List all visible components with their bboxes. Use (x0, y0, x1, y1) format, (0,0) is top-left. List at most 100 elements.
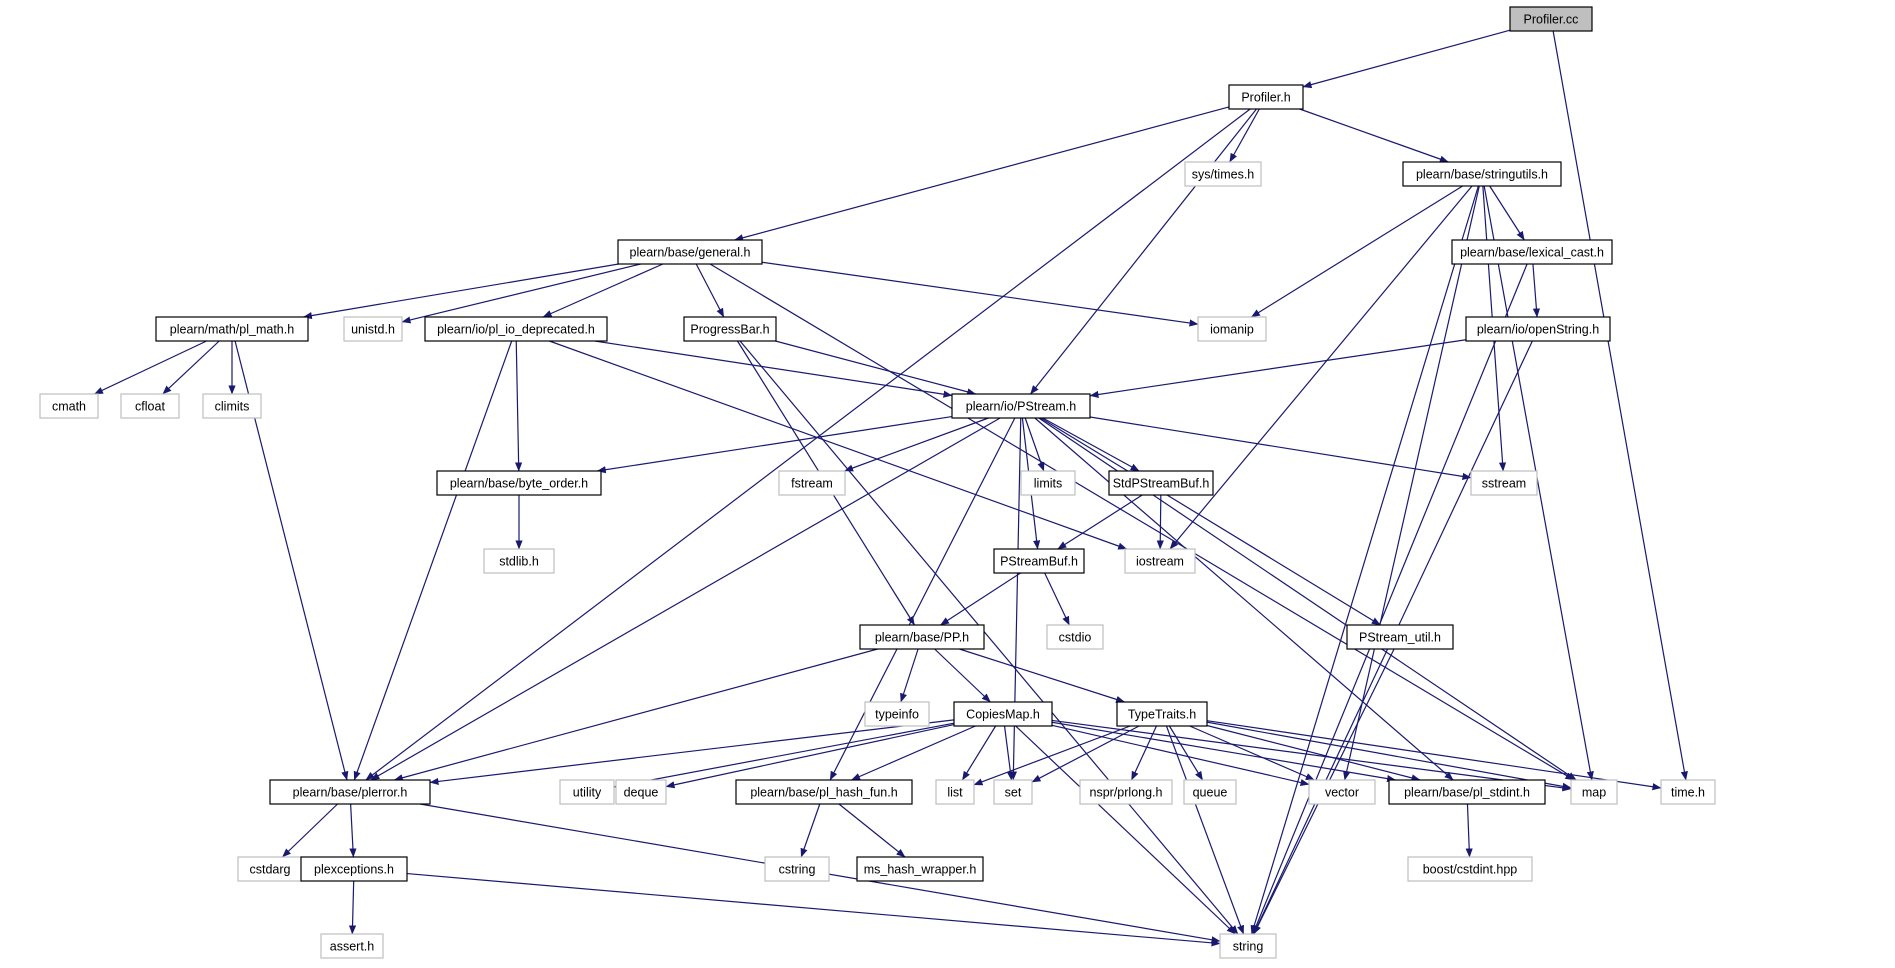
node-profiler_h[interactable]: Profiler.h (1228, 84, 1304, 110)
node-stringutils[interactable]: plearn/base/stringutils.h (1402, 161, 1562, 187)
edge-general-to-pl_io_deprecated (542, 263, 664, 318)
edge-pstream-to-byte_order (596, 415, 953, 474)
node-box (1402, 161, 1562, 187)
edge-typetraits-to-pl_stdint (1206, 724, 1421, 782)
node-label: plearn/math/pl_math.h (170, 322, 294, 336)
edge-pl_math-to-cfloat (162, 340, 220, 395)
node-box (559, 779, 615, 805)
node-utility: utility (559, 779, 615, 805)
edge-plexceptions-to-assert (348, 880, 357, 935)
edge-lexical_cast-to-string (1252, 263, 1528, 935)
node-pstreambuf[interactable]: PStreamBuf.h (993, 548, 1085, 574)
node-stdpstreambuf[interactable]: StdPStreamBuf.h (1108, 470, 1214, 496)
node-deque: deque (615, 779, 667, 805)
node-box (1570, 779, 1618, 805)
node-label: cstdio (1059, 630, 1092, 644)
node-progressbar[interactable]: ProgressBar.h (683, 316, 777, 342)
node-prlong: nspr/prlong.h (1079, 779, 1173, 805)
edge-profiler_h-to-pstream (1030, 108, 1257, 395)
edge-openstring-to-pstream (1089, 339, 1467, 399)
node-plexceptions[interactable]: plexceptions.h (300, 856, 408, 882)
node-cfloat: cfloat (120, 393, 180, 419)
node-climits: climits (202, 393, 262, 419)
node-label: vector (1325, 785, 1359, 799)
edge-general-to-map (709, 263, 1575, 781)
node-time_h: time.h (1660, 779, 1716, 805)
edge-pp-to-typeinfo (900, 648, 919, 703)
edge-typetraits-to-list (973, 725, 1131, 786)
node-box (1219, 933, 1277, 959)
node-ms_hash_wrapper[interactable]: ms_hash_wrapper.h (856, 856, 984, 882)
node-pl_math[interactable]: plearn/math/pl_math.h (155, 316, 309, 342)
node-box (39, 393, 99, 419)
node-typetraits[interactable]: TypeTraits.h (1116, 701, 1208, 727)
node-pl_io_deprecated[interactable]: plearn/io/pl_io_deprecated.h (424, 316, 608, 342)
node-unistd: unistd.h (343, 316, 403, 342)
edge-general-to-progressbar (695, 263, 725, 318)
edge-typetraits-to-set (1031, 725, 1140, 783)
nodes-layer: Profiler.ccProfiler.hplearn/base/stringu… (39, 6, 1716, 959)
node-pl_hash_fun[interactable]: plearn/base/pl_hash_fun.h (735, 779, 913, 805)
node-vector: vector (1308, 779, 1376, 805)
node-label: plearn/io/PStream.h (966, 399, 1077, 413)
node-box (1079, 779, 1173, 805)
node-general[interactable]: plearn/base/general.h (617, 239, 763, 265)
edge-profiler_cc-to-time_h (1552, 30, 1688, 781)
edge-typetraits-to-time_h (1206, 720, 1662, 791)
node-label: string (1233, 939, 1264, 953)
edge-plerror-to-cstdarg (282, 803, 338, 858)
node-list: list (935, 779, 975, 805)
node-pstream[interactable]: plearn/io/PStream.h (951, 393, 1091, 419)
node-label: limits (1034, 476, 1062, 490)
edge-stdpstreambuf-to-pstreambuf (1057, 494, 1143, 550)
node-box (269, 779, 431, 805)
node-box (1228, 84, 1304, 110)
edge-stringutils-to-lexical_cast (1489, 185, 1525, 241)
node-box (615, 779, 667, 805)
edge-copiesmap-to-list (961, 725, 997, 781)
edge-typetraits-to-vector (1189, 725, 1315, 781)
node-byte_order[interactable]: plearn/base/byte_order.h (436, 470, 602, 496)
node-label: set (1005, 785, 1022, 799)
node-label: plearn/base/pl_stdint.h (1404, 785, 1530, 799)
node-pp[interactable]: plearn/base/PP.h (859, 624, 985, 650)
edge-typetraits-to-prlong (1130, 725, 1158, 781)
node-pstream_util[interactable]: PStream_util.h (1346, 624, 1454, 650)
node-label: map (1582, 785, 1606, 799)
node-label: climits (215, 399, 250, 413)
node-label: deque (624, 785, 659, 799)
edge-progressbar-to-pstream (775, 340, 977, 396)
edge-profiler_cc-to-profiler_h (1302, 29, 1511, 89)
node-label: plearn/base/PP.h (875, 630, 969, 644)
edge-copiesmap-to-pl_stdint (1051, 721, 1397, 783)
node-label: cstdarg (250, 862, 291, 876)
node-queue: queue (1183, 779, 1237, 805)
node-box (1108, 470, 1214, 496)
edge-copiesmap-to-map (1051, 719, 1572, 792)
node-box (1183, 779, 1237, 805)
edge-copiesmap-to-plerror (429, 719, 955, 786)
node-label: plexceptions.h (314, 862, 394, 876)
node-cstring: cstring (764, 856, 830, 882)
edge-plerror-to-plexceptions (349, 803, 357, 858)
node-label: cfloat (135, 399, 165, 413)
edge-stdpstreambuf-to-iostream (1156, 494, 1164, 550)
node-box (300, 856, 408, 882)
node-pl_stdint[interactable]: plearn/base/pl_stdint.h (1388, 779, 1546, 805)
node-openstring[interactable]: plearn/io/openString.h (1465, 316, 1611, 342)
node-label: plearn/base/plerror.h (293, 785, 408, 799)
node-box (1346, 624, 1454, 650)
node-copiesmap[interactable]: CopiesMap.h (953, 701, 1053, 727)
node-plerror[interactable]: plearn/base/plerror.h (269, 779, 431, 805)
node-box (1020, 470, 1076, 496)
node-map: map (1570, 779, 1618, 805)
node-label: plearn/io/openString.h (1477, 322, 1599, 336)
edge-pp-to-copiesmap (934, 648, 991, 703)
edge-copiesmap-to-vector (1051, 724, 1310, 786)
node-iostream: iostream (1124, 548, 1196, 574)
node-lexical_cast[interactable]: plearn/base/lexical_cast.h (1451, 239, 1613, 265)
node-label: queue (1193, 785, 1228, 799)
edge-pstreambuf-to-pp (940, 572, 1021, 626)
node-box (1470, 470, 1538, 496)
node-label: boost/cstdint.hpp (1423, 862, 1518, 876)
